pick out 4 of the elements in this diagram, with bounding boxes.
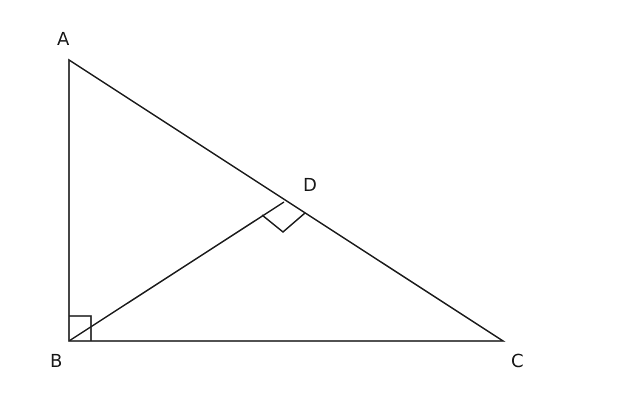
vertex-label: C bbox=[511, 352, 524, 372]
vertex-label: D bbox=[303, 176, 317, 196]
vertex-label: A bbox=[57, 30, 70, 50]
vertex-label: B bbox=[50, 352, 62, 372]
